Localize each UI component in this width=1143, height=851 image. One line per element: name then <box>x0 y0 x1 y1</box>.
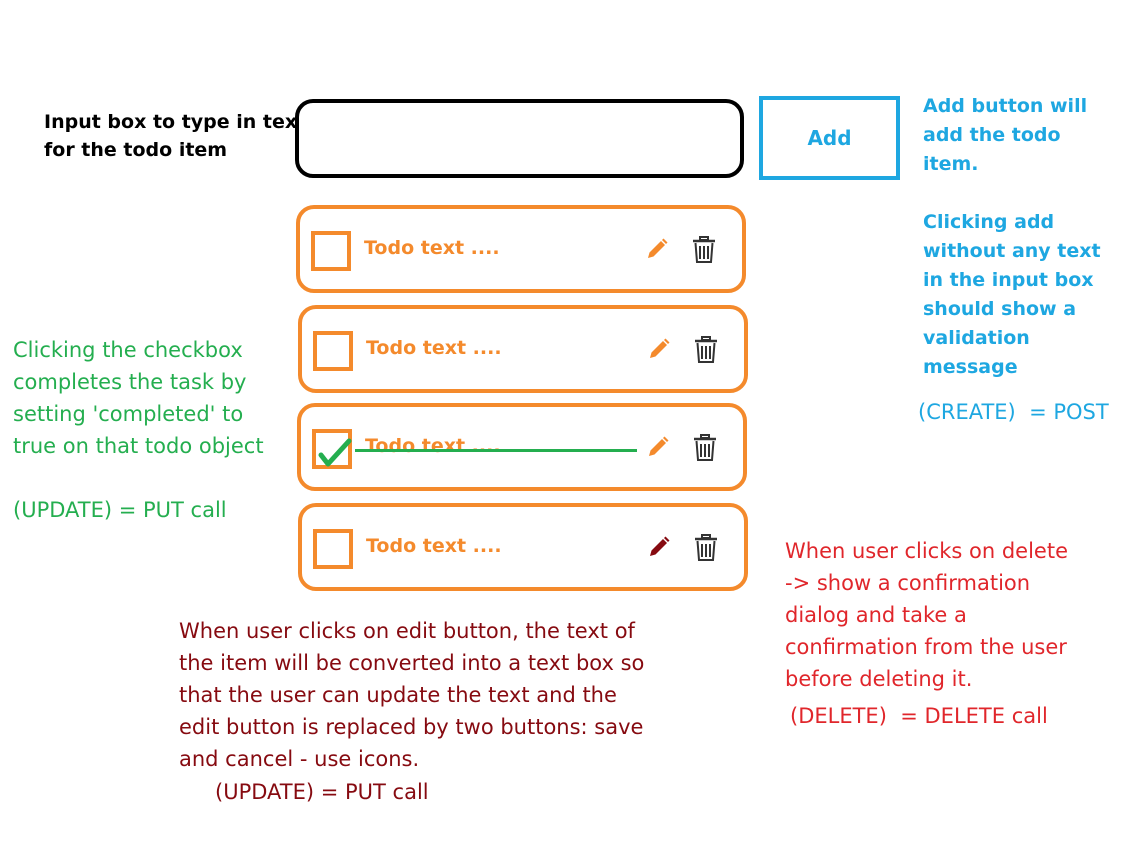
todo-item-completed: Todo text .... <box>297 403 747 491</box>
delete-note-line: confirmation from the user <box>785 635 1067 659</box>
todo-text: Todo text .... <box>366 535 502 557</box>
todo-item: Todo text .... <box>298 503 748 591</box>
strikethrough-line <box>355 449 637 452</box>
todo-item: Todo text .... <box>296 205 746 293</box>
edit-note: When user clicks on edit button, the tex… <box>179 615 644 775</box>
delete-note: When user clicks on delete -> show a con… <box>785 535 1068 695</box>
checkbox-note-line: setting 'completed' to <box>13 402 244 426</box>
edit-note-line: and cancel - use icons. <box>179 747 420 771</box>
validation-note-line: validation <box>923 327 1030 349</box>
delete-label: (DELETE) = DELETE call <box>790 704 1048 728</box>
checkbox-update-label: (UPDATE) = PUT call <box>13 498 227 522</box>
delete-note-line: before deleting it. <box>785 667 973 691</box>
trash-icon[interactable] <box>692 434 718 462</box>
input-label-line: for the todo item <box>44 139 228 161</box>
edit-note-line: When user clicks on edit button, the tex… <box>179 619 635 643</box>
validation-note-line: without any text <box>923 240 1101 262</box>
checkbox-note-line: Clicking the checkbox <box>13 338 243 362</box>
pencil-icon[interactable] <box>647 535 671 559</box>
todo-checkbox[interactable] <box>313 529 353 569</box>
checkbox-note: Clicking the checkbox completes the task… <box>13 334 264 462</box>
validation-note-line: should show a <box>923 298 1077 320</box>
checkmark-icon <box>318 438 352 467</box>
create-label: (CREATE) = POST <box>918 400 1109 424</box>
delete-note-line: When user clicks on delete <box>785 539 1068 563</box>
trash-icon[interactable] <box>693 336 719 364</box>
validation-note-line: in the input box <box>923 269 1094 291</box>
input-label: Input box to type in text for the todo i… <box>44 108 306 164</box>
pencil-icon[interactable] <box>647 337 671 361</box>
checkbox-note-line: true on that todo object <box>13 434 264 458</box>
add-note-line: item. <box>923 153 979 175</box>
todo-text: Todo text .... <box>365 435 501 457</box>
validation-note: Clicking add without any text in the inp… <box>923 208 1101 382</box>
todo-text: Todo text .... <box>364 237 500 259</box>
add-note: Add button will add the todo item. <box>923 92 1087 179</box>
edit-note-line: edit button is replaced by two buttons: … <box>179 715 644 739</box>
todo-input[interactable] <box>295 99 744 178</box>
pencil-icon[interactable] <box>645 237 669 261</box>
trash-icon[interactable] <box>693 534 719 562</box>
todo-text: Todo text .... <box>366 337 502 359</box>
todo-item: Todo text .... <box>298 305 748 393</box>
delete-note-line: dialog and take a <box>785 603 967 627</box>
trash-icon[interactable] <box>691 236 717 264</box>
edit-note-line: that the user can update the text and th… <box>179 683 617 707</box>
todo-checkbox[interactable] <box>311 231 351 271</box>
validation-note-line: Clicking add <box>923 211 1055 233</box>
checkbox-note-line: completes the task by <box>13 370 247 394</box>
add-note-line: add the todo <box>923 124 1061 146</box>
input-label-line: Input box to type in text <box>44 111 307 133</box>
validation-note-line: message <box>923 356 1018 378</box>
edit-update-label: (UPDATE) = PUT call <box>215 780 429 804</box>
delete-note-line: -> show a confirmation <box>785 571 1031 595</box>
todo-checkbox[interactable] <box>313 331 353 371</box>
add-note-line: Add button will <box>923 95 1088 117</box>
add-button[interactable]: Add <box>759 96 900 180</box>
pencil-icon[interactable] <box>646 435 670 459</box>
edit-note-line: the item will be converted into a text b… <box>179 651 645 675</box>
